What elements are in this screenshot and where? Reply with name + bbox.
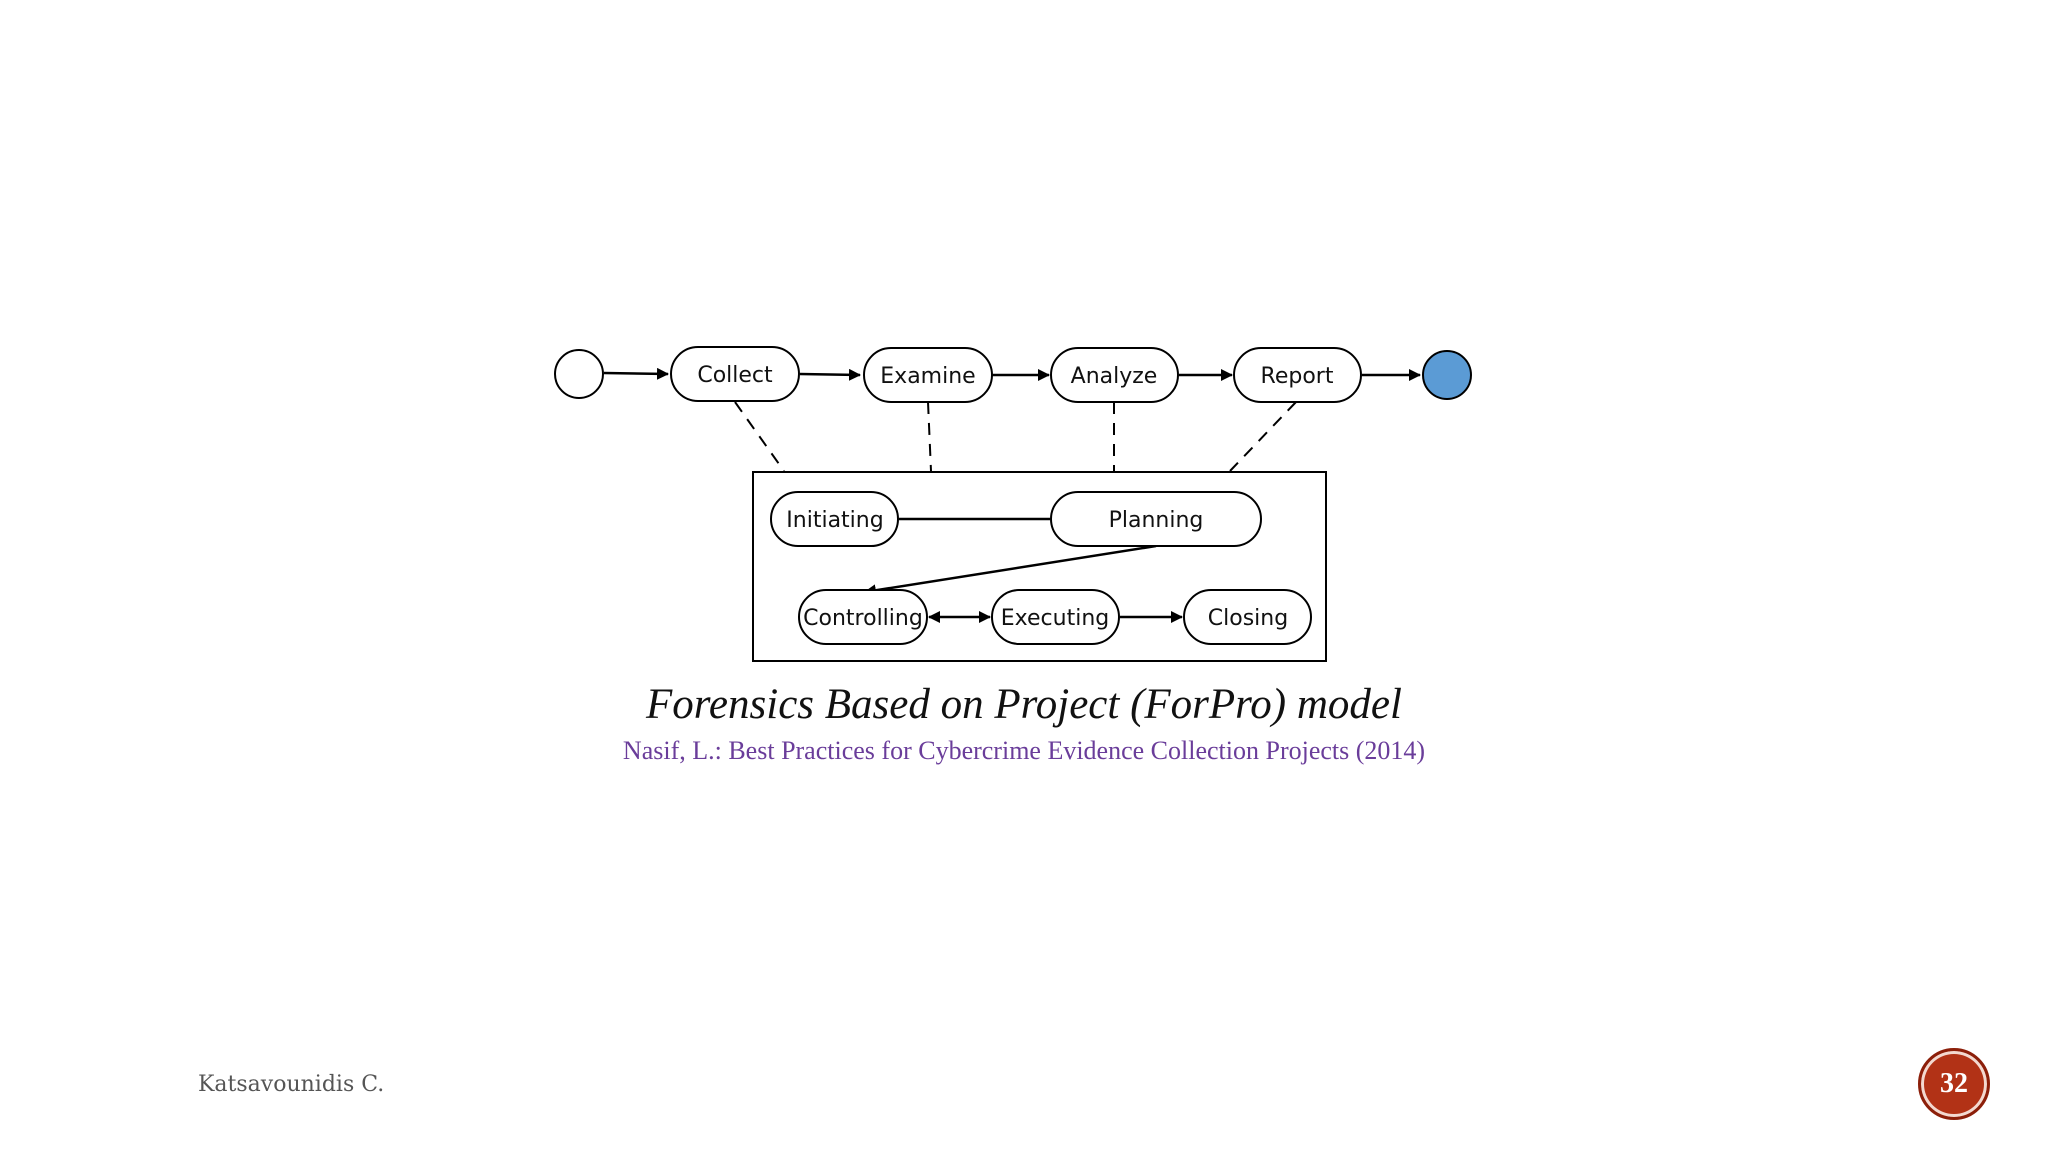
report-node: Report bbox=[1233, 347, 1362, 403]
analyze-node: Analyze bbox=[1050, 347, 1179, 403]
controlling-node: Controlling bbox=[798, 589, 928, 645]
initiating-label: Initiating bbox=[786, 508, 883, 533]
end-node bbox=[1422, 350, 1472, 400]
top-row-arrows bbox=[603, 367, 1421, 381]
page-number: 32 bbox=[1940, 1068, 1968, 1099]
forpro-diagram: Collect Examine Analyze Report Initi bbox=[554, 346, 1472, 662]
collect-node: Collect bbox=[670, 346, 800, 402]
page-number-badge: 32 bbox=[1918, 1048, 1990, 1120]
caption-title: Forensics Based on Project (ForPro) mode… bbox=[646, 681, 1402, 728]
closing-label: Closing bbox=[1208, 606, 1288, 631]
initiating-node: Initiating bbox=[770, 491, 899, 547]
footer-author: Katsavounidis C. bbox=[198, 1072, 385, 1097]
report-label: Report bbox=[1261, 364, 1334, 389]
executing-label: Executing bbox=[1001, 606, 1109, 631]
start-node bbox=[554, 349, 604, 399]
examine-node: Examine bbox=[863, 347, 993, 403]
controlling-label: Controlling bbox=[803, 606, 923, 631]
collect-label: Collect bbox=[697, 363, 773, 388]
executing-node: Executing bbox=[991, 589, 1120, 645]
examine-label: Examine bbox=[880, 364, 975, 389]
planning-node: Planning bbox=[1050, 491, 1262, 547]
closing-node: Closing bbox=[1183, 589, 1312, 645]
analyze-label: Analyze bbox=[1071, 364, 1158, 389]
caption-reference: Nasif, L.: Best Practices for Cybercrime… bbox=[622, 736, 1426, 765]
dashed-connectors bbox=[734, 401, 1297, 472]
planning-label: Planning bbox=[1109, 508, 1204, 533]
phase-connectors bbox=[864, 517, 1183, 623]
